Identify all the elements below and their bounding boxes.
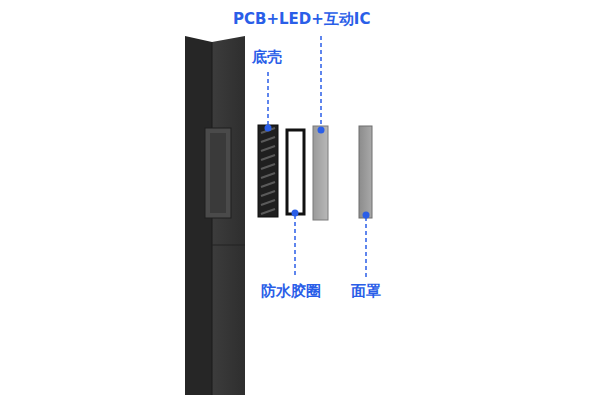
leader-lines bbox=[268, 36, 366, 278]
part-label: 防水胶圈 bbox=[260, 282, 322, 300]
part-label: 面罩 bbox=[350, 282, 382, 300]
part-label: PCB+LED+互动IC bbox=[232, 10, 371, 28]
leader-dots bbox=[265, 125, 370, 219]
face-mask bbox=[359, 126, 372, 218]
pcb-board bbox=[313, 126, 328, 220]
part-label: 底壳 bbox=[251, 48, 283, 66]
waterproof-gasket bbox=[287, 130, 304, 214]
module-bar bbox=[185, 36, 245, 395]
bottom-shell bbox=[258, 125, 278, 217]
